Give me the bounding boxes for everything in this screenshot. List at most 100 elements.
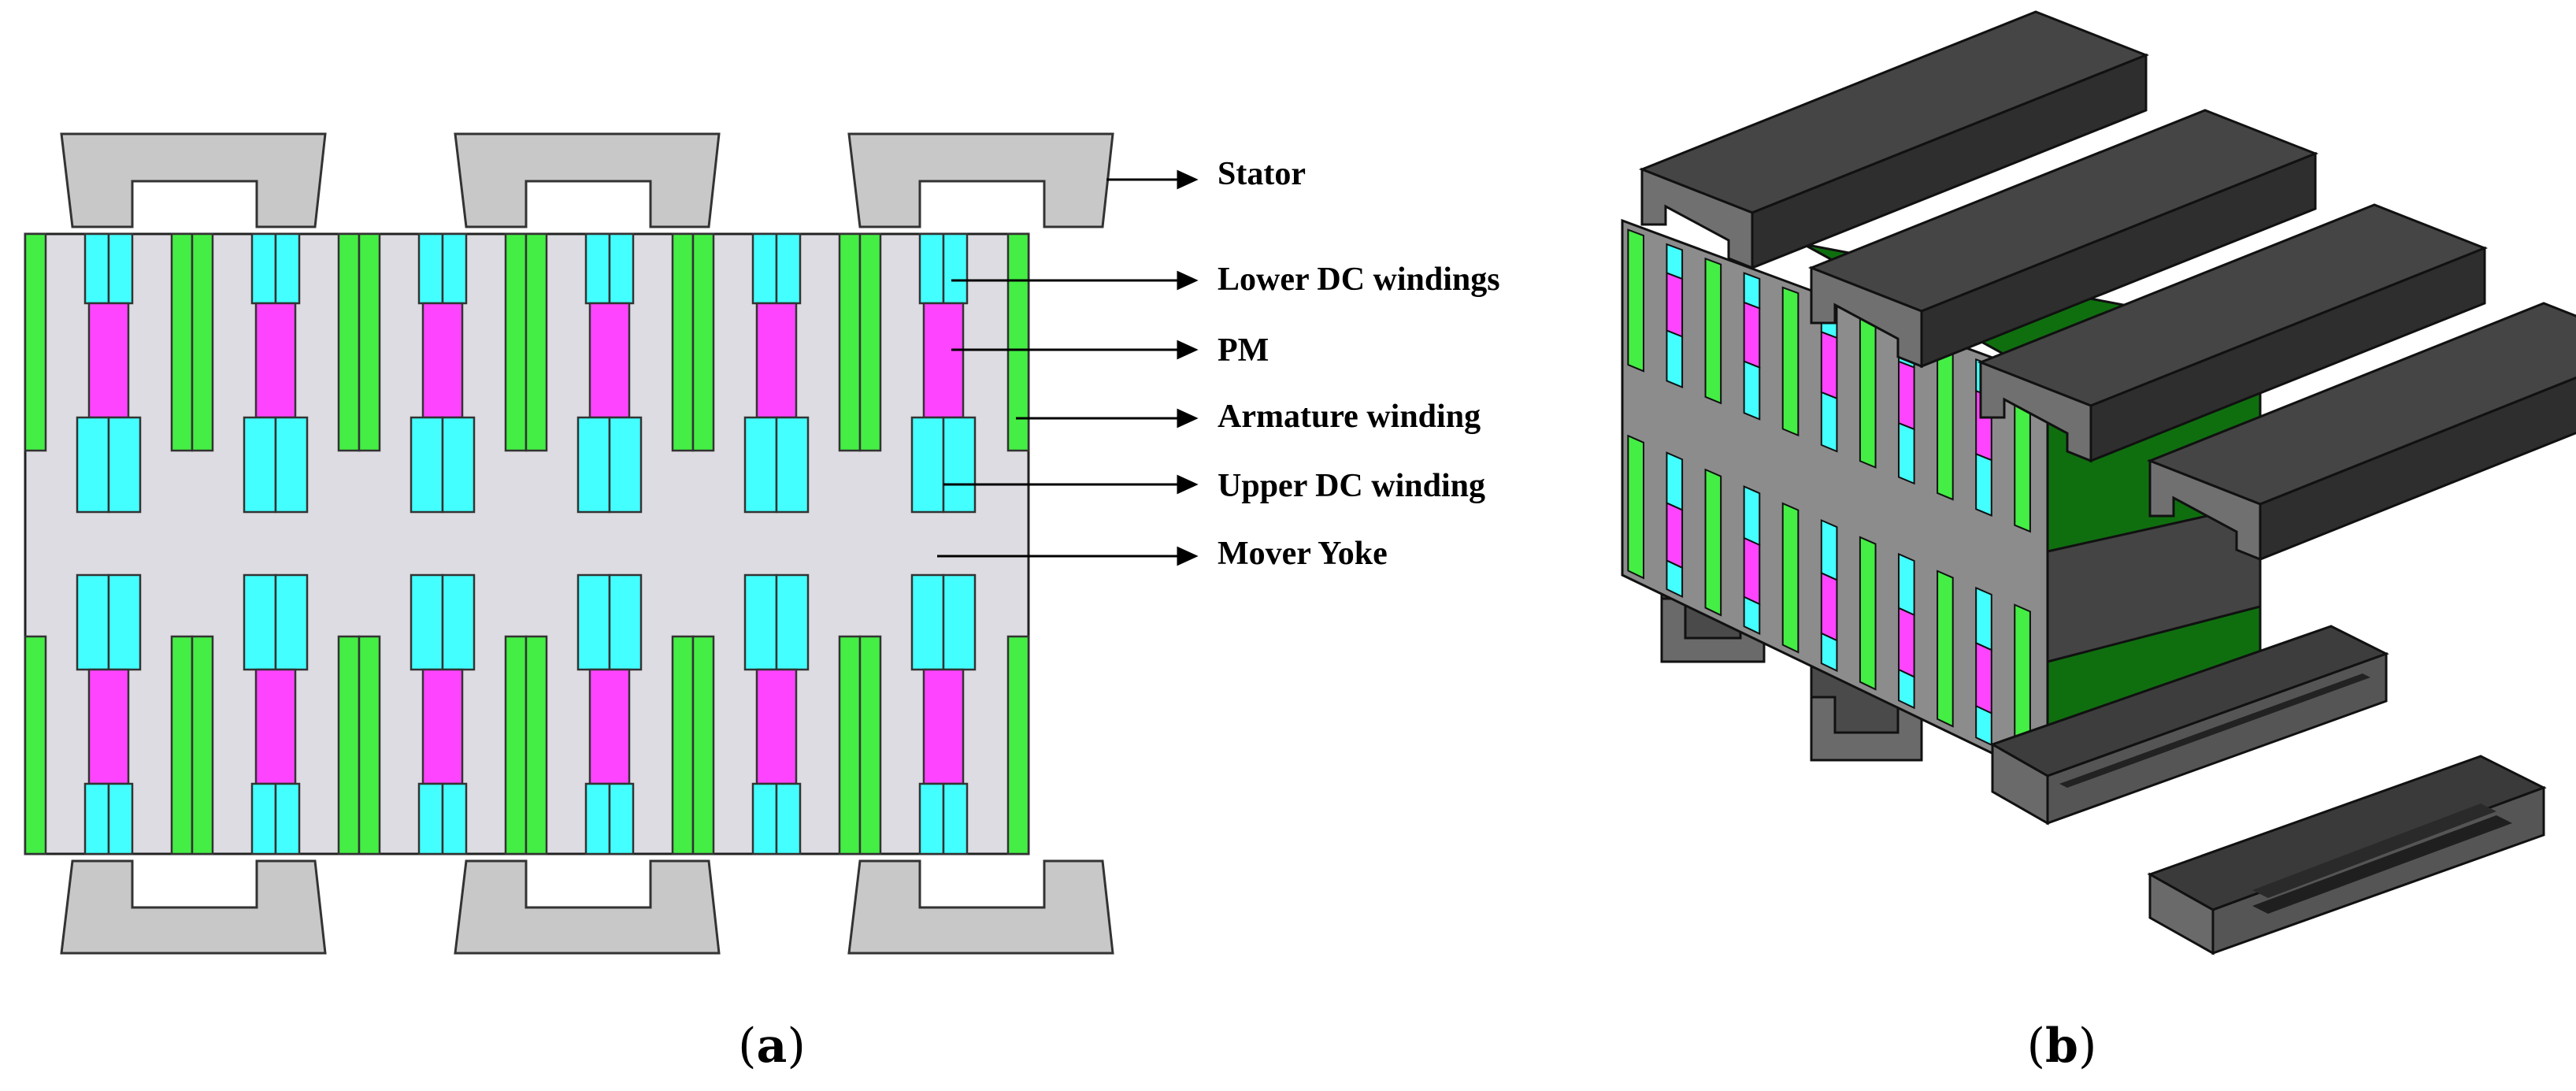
armature-winding-top-4b: [524, 232, 548, 452]
armature-winding-top-2b: [191, 232, 214, 452]
armature-winding-top-5b: [691, 232, 715, 452]
upper-dc-winding-top-1a: [76, 416, 110, 514]
stator-top-2: [454, 132, 721, 228]
lower-dc-winding-bottom-4b: [608, 782, 635, 855]
armature-winding-top-5a: [671, 232, 695, 452]
front-dc-5-3: [1820, 518, 1838, 581]
front-armature-0-top: [1627, 228, 1644, 373]
upper-dc-winding-bottom-6b: [942, 573, 977, 671]
front-dc-5-4: [1820, 632, 1838, 673]
pm-bottom-1: [87, 668, 130, 785]
armature-winding-bottom-5a: [671, 635, 695, 855]
pm-top-5: [755, 302, 798, 419]
upper-dc-winding-top-6b: [942, 416, 977, 514]
pm-top-6: [922, 302, 965, 419]
armature-winding-bottom-2b: [191, 635, 214, 855]
top-stator-bar-1-end: [1640, 167, 1754, 270]
lower-dc-winding-top-4b: [608, 232, 635, 305]
front-dc-7-2: [1898, 421, 1915, 485]
front-pm-3-2: [1743, 536, 1761, 606]
caption-b: (b): [2027, 1019, 2097, 1074]
front-pm-1-2: [1666, 502, 1684, 570]
lower-dc-winding-bottom-3a: [417, 782, 444, 855]
front-pm-7-2: [1898, 607, 1915, 678]
pm-top-1: [87, 302, 130, 419]
front-pm-9-2: [1975, 641, 1992, 715]
lower-dc-winding-top-6a: [918, 232, 945, 305]
front-dc-3-4: [1743, 596, 1761, 636]
pm-bottom-3: [421, 668, 464, 785]
upper-dc-winding-bottom-2b: [274, 573, 309, 671]
armature-winding-bottom-3a: [337, 635, 361, 855]
pm-top-3: [421, 302, 464, 419]
armature-winding-top-4a: [504, 232, 528, 452]
upper-dc-winding-bottom-3b: [441, 573, 476, 671]
lower-dc-winding-bottom-6b: [942, 782, 969, 855]
label-mover-yoke: Mover Yoke: [1218, 536, 1388, 572]
armature-winding-bottom-4a: [504, 635, 528, 855]
arrowhead-upper-dc: [1177, 474, 1199, 495]
armature-winding-top-2a: [170, 232, 194, 452]
front-dc-9-2: [1975, 452, 1992, 517]
upper-dc-winding-bottom-4b: [608, 573, 643, 671]
armature-winding-top-1: [24, 232, 47, 452]
panel-b-3d-view: (b): [1621, 10, 2576, 1074]
front-armature-8-bottom: [1937, 570, 1954, 728]
front-dc-1-3: [1666, 451, 1684, 511]
front-pm-1-1: [1666, 272, 1684, 338]
top-stator-bar-3-end: [1979, 360, 2092, 463]
stator-row-bottom: [60, 859, 1114, 955]
upper-dc-winding-bottom-2a: [243, 573, 277, 671]
upper-dc-winding-top-3a: [410, 416, 444, 514]
upper-dc-winding-bottom-5a: [743, 573, 778, 671]
label-armature-winding: Armature winding: [1218, 399, 1481, 435]
pm-bottom-6: [922, 668, 965, 785]
front-armature-6-bottom: [1859, 536, 1877, 691]
upper-dc-winding-top-2a: [243, 416, 277, 514]
upper-dc-winding-bottom-1b: [107, 573, 142, 671]
front-dc-5-2: [1820, 391, 1838, 453]
lower-dc-winding-top-5b: [775, 232, 802, 305]
lower-dc-winding-bottom-3b: [441, 782, 468, 855]
stator-bottom-2: [454, 859, 721, 955]
front-pm-3-1: [1743, 301, 1761, 369]
front-armature-2-bottom: [1704, 468, 1722, 617]
pm-top-4: [588, 302, 631, 419]
front-dc-3-3: [1743, 485, 1761, 547]
lower-dc-winding-top-1a: [83, 232, 110, 305]
arrowhead-mover-yoke: [1177, 546, 1199, 566]
pm-top-2: [254, 302, 297, 419]
lower-dc-winding-bottom-4a: [584, 782, 611, 855]
stator-bottom-1: [60, 859, 327, 955]
pm-bottom-4: [588, 668, 631, 785]
front-armature-4-top: [1781, 286, 1799, 437]
armature-winding-bottom-6b: [858, 635, 882, 855]
lower-dc-winding-bottom-2a: [250, 782, 277, 855]
lower-dc-winding-bottom-2b: [274, 782, 301, 855]
armature-winding-bottom-5b: [691, 635, 715, 855]
upper-dc-winding-top-6a: [910, 416, 945, 514]
armature-winding-top-6a: [838, 232, 862, 452]
upper-dc-winding-bottom-1a: [76, 573, 110, 671]
upper-dc-winding-top-5a: [743, 416, 778, 514]
label-lower-dc-windings: Lower DC windings: [1218, 262, 1500, 298]
lower-dc-winding-top-6b: [942, 232, 969, 305]
slot-array: [24, 232, 1030, 855]
label-pm: PM: [1218, 332, 1269, 369]
lower-dc-winding-top-5a: [751, 232, 778, 305]
front-pm-5-2: [1820, 571, 1838, 642]
upper-dc-winding-top-3b: [441, 416, 476, 514]
leader-arrows: [937, 169, 1199, 566]
armature-winding-bottom-6a: [838, 635, 862, 855]
front-dc-3-2: [1743, 360, 1761, 421]
pm-bottom-5: [755, 668, 798, 785]
top-stator-bar-4-end: [2148, 458, 2262, 562]
bottom-stator-rail-near: [2147, 755, 2547, 956]
panel-a-cross-section: Stator Lower DC windings PM Armature win…: [24, 132, 1500, 1074]
armature-winding-bottom-7: [1006, 635, 1030, 855]
armature-winding-top-7: [1006, 232, 1030, 452]
lower-dc-winding-bottom-5b: [775, 782, 802, 855]
upper-dc-winding-bottom-5b: [775, 573, 810, 671]
lower-dc-winding-top-3a: [417, 232, 444, 305]
